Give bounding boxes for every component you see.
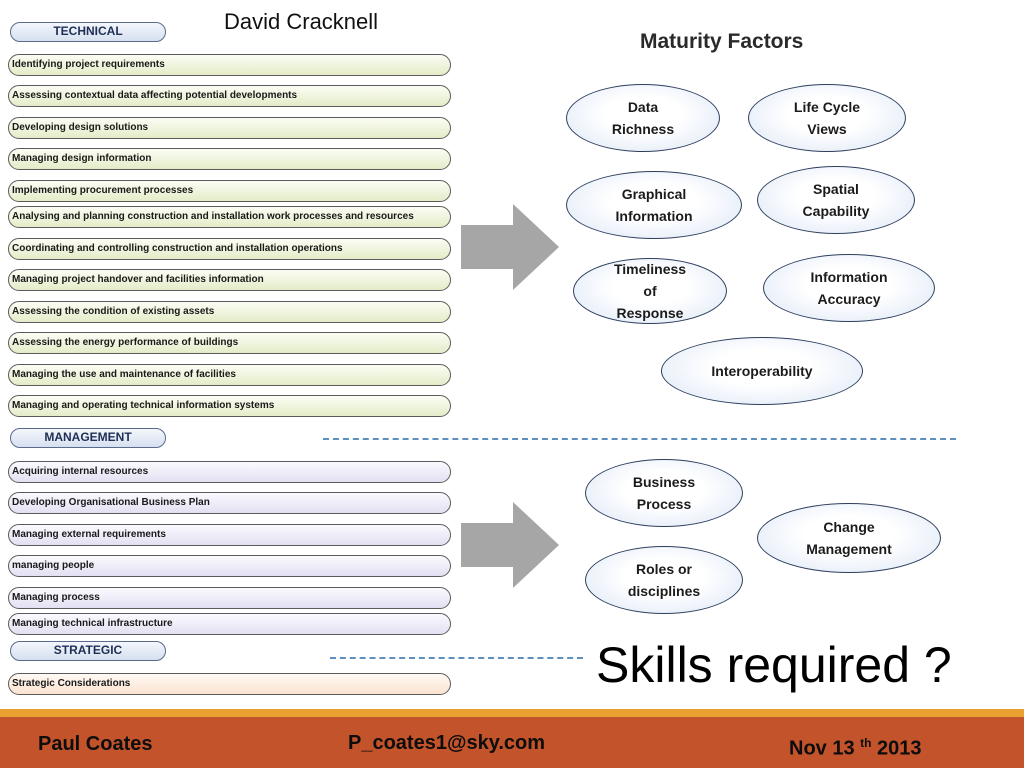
skill-bar-management: Acquiring internal resources: [8, 461, 451, 483]
maturity-factor-interoperability: Interoperability: [661, 337, 863, 405]
footer-name: Paul Coates: [38, 733, 153, 755]
skill-bar-strategic: Strategic Considerations: [8, 673, 451, 695]
section-technical: TECHNICAL: [10, 22, 166, 42]
right-arrow-icon: [461, 204, 559, 290]
footer-stripe: [0, 709, 1024, 717]
maturity-factor-graphical-information: Graphical Information: [566, 171, 742, 239]
skill-factor-business-process: Business Process: [585, 459, 743, 527]
maturity-factor-spatial-capability: Spatial Capability: [757, 166, 915, 234]
skill-bar-management: Managing technical infrastructure: [8, 613, 451, 635]
skill-bar-technical: Implementing procurement processes: [8, 180, 451, 202]
section-management: MANAGEMENT: [10, 428, 166, 448]
skills-required-caption: Skills required ?: [596, 637, 952, 693]
maturity-factor-information-accuracy: Information Accuracy: [763, 254, 935, 322]
skill-bar-technical: Assessing the condition of existing asse…: [8, 301, 451, 323]
skill-bar-technical: Developing design solutions: [8, 117, 451, 139]
skill-bar-technical: Assessing contextual data affecting pote…: [8, 85, 451, 107]
skill-bar-management: Managing external requirements: [8, 524, 451, 546]
author-name: David Cracknell: [224, 9, 379, 34]
skill-bar-technical: Managing project handover and facilities…: [8, 269, 451, 291]
skill-bar-management: Developing Organisational Business Plan: [8, 492, 451, 514]
skill-bar-technical: Coordinating and controlling constructio…: [8, 238, 451, 260]
footer-date-main: Nov 13: [789, 737, 855, 760]
skill-bar-management: Managing process: [8, 587, 451, 609]
skill-bar-management: managing people: [8, 555, 451, 577]
section-strategic: STRATEGIC: [10, 641, 166, 661]
right-arrow-icon: [461, 502, 559, 588]
maturity-factor-data-richness: Data Richness: [566, 84, 720, 152]
maturity-factor-timeliness-of-response: Timeliness of Response: [573, 258, 727, 324]
footer-bar: Paul Coates P_coates1@sky.com Nov 13 th …: [0, 717, 1024, 768]
skill-bar-technical: Managing design information: [8, 148, 451, 170]
skill-factor-change-management: Change Management: [757, 503, 941, 573]
footer-date-suffix: th: [860, 736, 872, 750]
footer-date-year: 2013: [877, 737, 922, 760]
skill-factor-roles-or-disciplines: Roles or disciplines: [585, 546, 743, 614]
maturity-factor-life-cycle-views: Life Cycle Views: [748, 84, 906, 152]
footer-email: P_coates1@sky.com: [348, 732, 546, 754]
skill-bar-technical: Assessing the energy performance of buil…: [8, 332, 451, 354]
maturity-factors-title: Maturity Factors: [640, 30, 804, 53]
dashed-divider: [330, 657, 583, 659]
footer-date: Nov 13 th 2013: [789, 736, 922, 761]
dashed-divider: [323, 438, 956, 440]
skill-bar-technical: Managing and operating technical informa…: [8, 395, 451, 417]
skill-bar-technical: Managing the use and maintenance of faci…: [8, 364, 451, 386]
skill-bar-technical: Identifying project requirements: [8, 54, 451, 76]
skill-bar-technical: Analysing and planning construction and …: [8, 206, 451, 228]
